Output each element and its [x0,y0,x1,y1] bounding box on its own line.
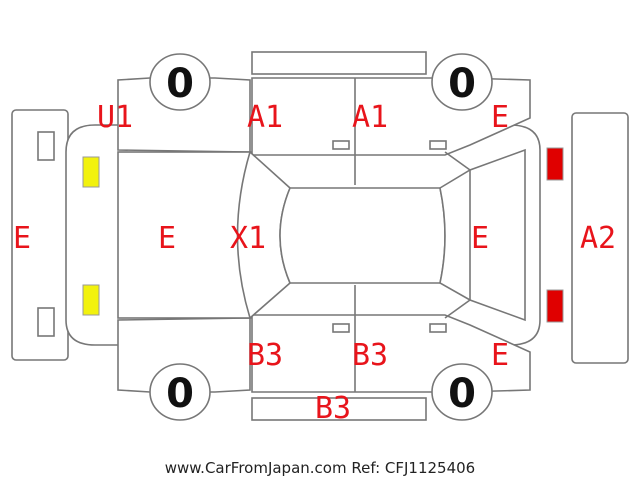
label-front-bumper: E [13,221,31,256]
left-rear-door-handle [429,140,447,150]
label-rear-left-quarter: E [491,100,509,135]
label-windscreen: X1 [230,221,266,256]
tyre-rear-right-value: 0 [448,371,476,417]
label-front-right-door: B3 [247,338,283,373]
label-front-left-fender: U1 [97,100,133,135]
left-front-door-handle [332,140,350,150]
front-bumper-notch-top [37,131,55,161]
roof-panel [279,187,446,284]
tyre-rear-left-value: 0 [448,61,476,107]
front-lamp-bottom [82,284,100,316]
rear-lamp-bottom [546,289,564,323]
label-rear-right-door: B3 [352,338,388,373]
front-lamp-top [82,156,100,188]
right-front-door-handle [332,323,350,333]
tyre-front-left-value: 0 [166,61,194,107]
footer-reference: www.CarFromJapan.com Ref: CFJ1125406 [165,459,475,477]
c-pillar-top [444,151,471,171]
rear-window-panel [439,148,526,322]
label-rear-right-quarter: E [491,338,509,373]
bonnet-panel [117,151,251,319]
label-front-left-door: A1 [247,100,283,135]
left-sill-strip [251,51,427,75]
front-bumper-notch-bottom [37,307,55,337]
label-right-sill: B3 [315,391,351,426]
tyre-rear-right [431,363,493,421]
rear-bumper-panel [571,112,629,364]
tyre-front-right [149,363,211,421]
rear-lamp-top [546,147,564,181]
label-rear-left-door: A1 [352,100,388,135]
label-bonnet: E [158,221,176,256]
c-pillar-bottom [444,299,471,319]
tyre-front-left [149,53,211,111]
right-sill-strip [251,397,427,421]
label-rear-window: E [471,221,489,256]
tyre-front-right-value: 0 [166,371,194,417]
tyre-rear-left [431,53,493,111]
right-rear-door-handle [429,323,447,333]
label-rear-bumper: A2 [580,221,616,256]
